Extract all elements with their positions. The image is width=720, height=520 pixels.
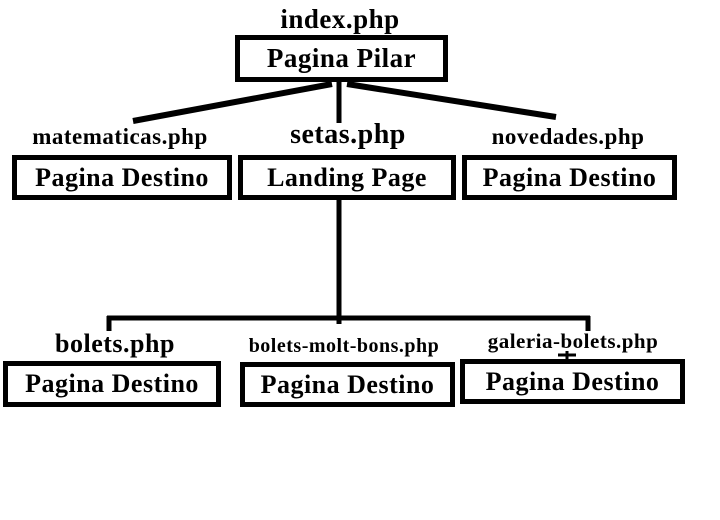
node-box-pagina-pilar: Pagina Pilar — [235, 35, 448, 82]
node-label-index-php: index.php — [280, 4, 400, 34]
node-label-bolets-php: bolets.php — [55, 329, 175, 358]
node-box-setas-landing-page: Landing Page — [238, 155, 456, 200]
node-label-novedades-php: novedades.php — [491, 124, 645, 149]
node-label-galeria-bolets-php: galeria-bolets.php — [487, 329, 659, 353]
edge-root-to-matematicas — [132, 81, 333, 124]
node-label-setas-php: setas.php — [290, 119, 406, 150]
node-box-galeria-bolets-destino: Pagina Destino — [460, 359, 685, 404]
edge-root-to-novedades — [346, 81, 557, 120]
node-label-matematicas-php: matematicas.php — [32, 124, 208, 149]
node-label-bolets-molt-bons-php: bolets-molt-bons.php — [248, 335, 440, 357]
node-box-novedades-destino: Pagina Destino — [462, 155, 677, 200]
node-box-matematicas-destino: Pagina Destino — [12, 155, 232, 200]
node-box-bolets-molt-bons-destino: Pagina Destino — [240, 362, 455, 407]
node-box-bolets-destino: Pagina Destino — [3, 361, 221, 407]
